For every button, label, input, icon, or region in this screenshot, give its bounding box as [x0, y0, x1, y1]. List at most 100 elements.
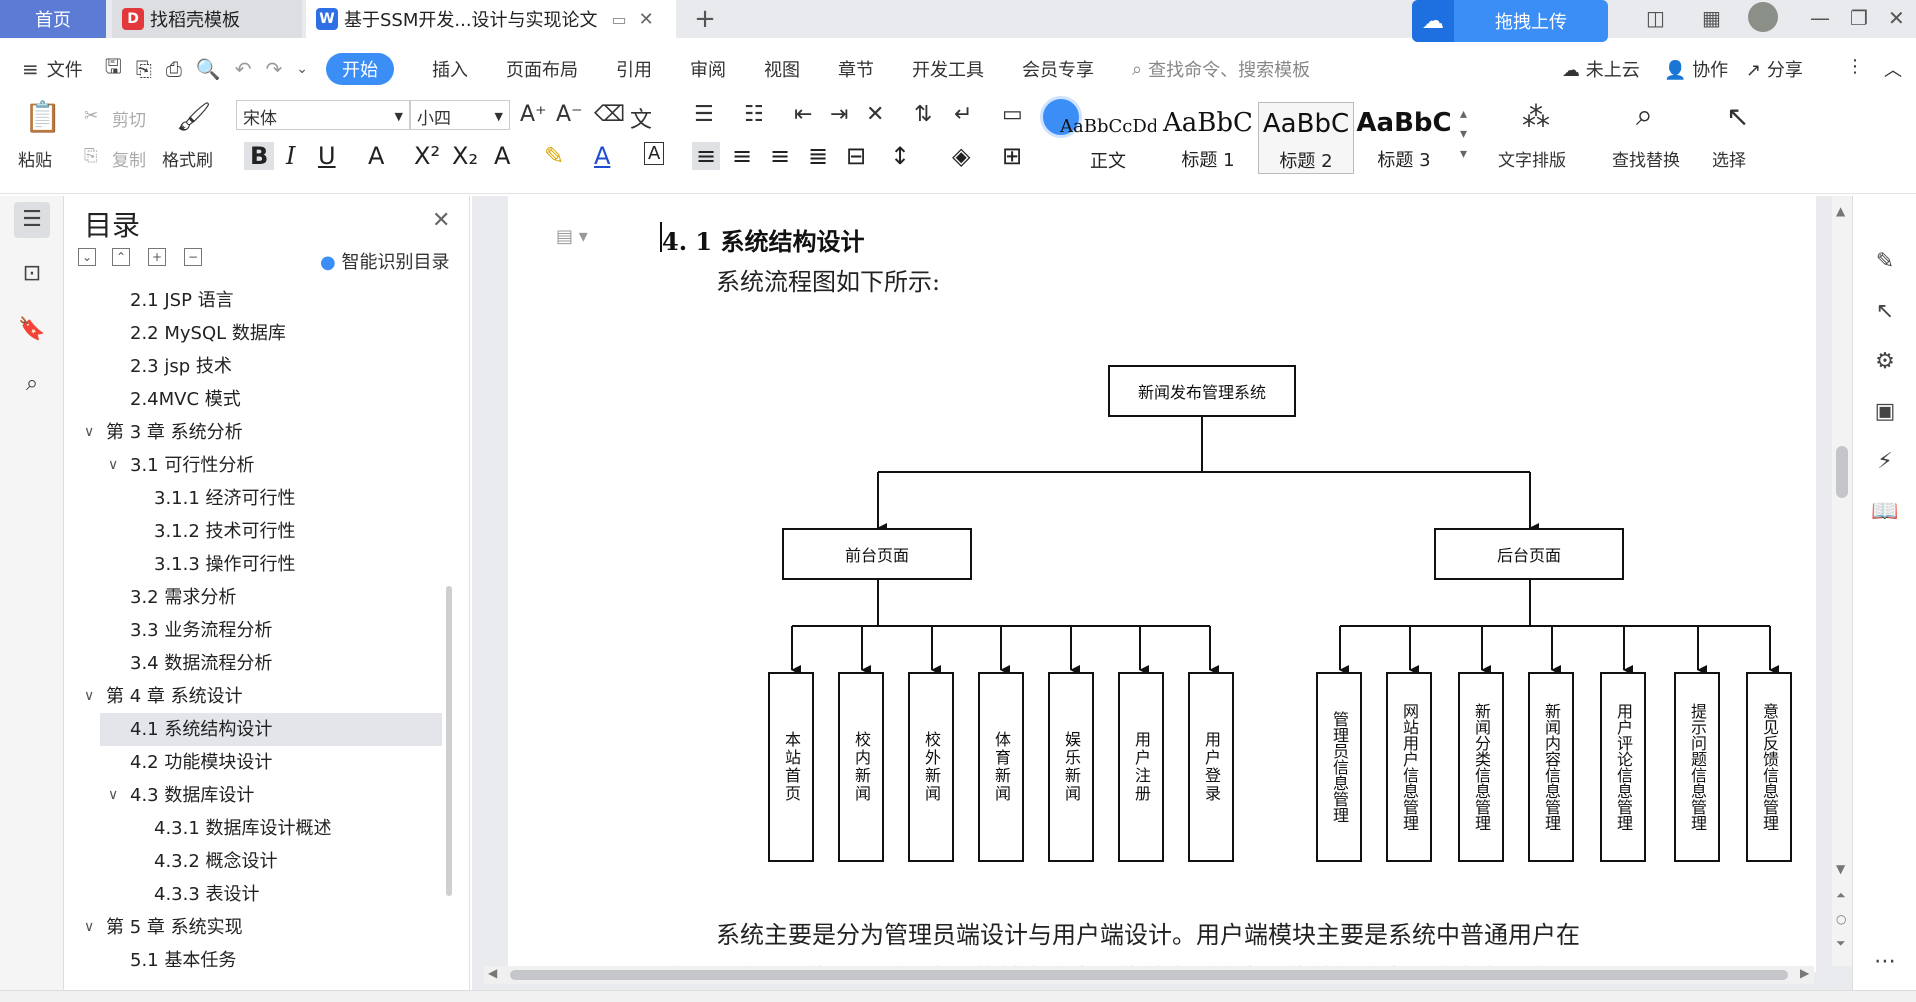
menu-page-layout[interactable]: 页面布局 [505, 60, 578, 81]
sort-icon[interactable]: ⇅ [914, 102, 933, 127]
more-options-icon[interactable]: ⋮ [1846, 56, 1864, 77]
shading-icon[interactable]: ◈ [952, 142, 971, 170]
toc-item-active[interactable]: 4.1 系统结构设计 [100, 713, 442, 746]
toc-item[interactable]: 2.4MVC 模式 [130, 389, 241, 410]
superscript-icon[interactable]: X² [414, 142, 441, 170]
ruler-icon[interactable]: ▭ [1002, 102, 1023, 127]
highlight-icon[interactable]: ✎ [544, 142, 565, 170]
pointer-icon[interactable]: ↖ [1875, 299, 1895, 324]
scroll-left-icon[interactable]: ◀ [488, 966, 498, 980]
toc-item[interactable]: 2.2 MySQL 数据库 [130, 323, 286, 344]
more-tools-icon[interactable]: ⋯ [1874, 949, 1896, 974]
cloud-upload-button[interactable]: ☁ 拖拽上传 [1412, 0, 1608, 42]
style-heading-3[interactable]: AaBbC 标题 3 [1356, 102, 1452, 174]
underline-icon[interactable]: U [318, 142, 336, 170]
close-window-icon[interactable]: ✕ [1888, 6, 1905, 30]
menu-member[interactable]: 会员专享 [1021, 60, 1094, 81]
print-preview-icon[interactable]: 🔍 [195, 57, 221, 81]
style-heading-2[interactable]: AaBbC 标题 2 [1258, 102, 1354, 174]
numbered-list-icon[interactable]: ☷ [744, 102, 764, 127]
paste-button[interactable]: 粘贴 [18, 151, 52, 171]
minimize-icon[interactable]: — [1810, 6, 1830, 30]
text-layout-icon[interactable]: ⁂ [1522, 100, 1550, 133]
screen-icon[interactable]: ▭ [611, 9, 627, 29]
next-page-icon[interactable]: ⏷ [1836, 936, 1846, 950]
distribute-icon[interactable]: ⊟ [846, 142, 867, 170]
vertical-scroll-thumb[interactable] [1836, 446, 1848, 498]
cloud-status-button[interactable]: ☁ 未上云 [1562, 56, 1640, 82]
toc-item[interactable]: 3.4 数据流程分析 [130, 653, 273, 674]
share-button[interactable]: ↗ 分享 [1746, 56, 1803, 82]
copy-icon[interactable]: ⎘ [84, 146, 98, 166]
char-border-icon[interactable]: A [644, 142, 665, 165]
horizontal-scroll-thumb[interactable] [510, 970, 1788, 980]
clear-format-icon[interactable]: ⌫ [594, 102, 626, 127]
find-replace-icon[interactable]: ⌕ [1636, 98, 1653, 133]
select-cursor-icon[interactable]: ↖ [1726, 100, 1750, 133]
scroll-down-icon[interactable]: ▼ [1836, 862, 1846, 876]
phonetic-icon[interactable]: 文 [630, 108, 653, 133]
menu-start[interactable]: 开始 [325, 53, 394, 85]
toc-item[interactable]: 3.1.3 操作可行性 [154, 554, 296, 575]
expand-up-icon[interactable]: ⌃ [112, 248, 130, 266]
grid-icon[interactable]: ▦ [1702, 6, 1721, 30]
style-normal[interactable]: AaBbCcDd 正文 [1060, 102, 1156, 174]
tab-daoke-templates[interactable]: D 找稻壳模板 [112, 0, 302, 38]
style-heading-1[interactable]: AaBbC 标题 1 [1160, 102, 1256, 174]
smart-toc-button[interactable]: ● 智能识别目录 [320, 248, 449, 274]
toc-item[interactable]: 4.2 功能模块设计 [130, 752, 273, 773]
redo-icon[interactable]: ↷ [265, 57, 283, 81]
bold-icon[interactable]: B [244, 142, 275, 170]
bookmark-icon[interactable]: 🔖 [18, 317, 46, 342]
copy-button[interactable]: 复制 [112, 151, 146, 171]
undo-icon[interactable]: ↶ [234, 57, 252, 81]
chinese-layout-icon[interactable]: ✕ [866, 102, 885, 127]
chevron-down-icon[interactable]: ∨ [84, 919, 95, 935]
toc-item[interactable]: 第 5 章 系统实现 [106, 917, 243, 938]
sliders-icon[interactable]: ⚙ [1875, 349, 1895, 374]
chevron-down-icon[interactable]: ∨ [108, 787, 119, 803]
toc-scrollbar[interactable] [446, 586, 452, 896]
save-icon[interactable]: 🖫 [104, 54, 122, 78]
menu-review[interactable]: 审阅 [689, 60, 726, 81]
menu-file[interactable]: 文件 [46, 60, 83, 81]
toc-item[interactable]: 3.3 业务流程分析 [130, 620, 273, 641]
scroll-up-icon[interactable]: ▲ [1836, 204, 1846, 218]
toc-item[interactable]: 3.1 可行性分析 [130, 455, 255, 476]
menu-view[interactable]: 视图 [763, 60, 800, 81]
italic-icon[interactable]: I [286, 142, 296, 170]
image-edit-icon[interactable]: ▣ [1874, 399, 1896, 424]
align-left-icon[interactable]: ≡ [692, 142, 721, 170]
font-name-select[interactable]: 宋体▼ [236, 100, 410, 130]
decrease-indent-icon[interactable]: ⇤ [794, 102, 813, 127]
toc-item[interactable]: 4.3.3 表设计 [154, 884, 260, 905]
toc-item[interactable]: 2.3 jsp 技术 [130, 356, 232, 377]
align-center-icon[interactable]: ≡ [732, 142, 753, 170]
collab-button[interactable]: 👤 协作 [1664, 56, 1728, 82]
hamburger-icon[interactable]: ≡ [22, 57, 39, 81]
paste-icon[interactable]: 📋 [24, 100, 62, 135]
subscript-icon[interactable]: X₂ [452, 142, 479, 170]
chevron-down-icon[interactable]: ∨ [108, 457, 119, 473]
new-tab-button[interactable]: + [694, 4, 716, 34]
chevron-down-icon[interactable]: ∨ [84, 424, 95, 440]
toc-item[interactable]: 4.3.1 数据库设计概述 [154, 818, 332, 839]
export-icon[interactable]: ⎘ [135, 57, 152, 81]
close-icon[interactable]: ✕ [432, 208, 451, 233]
tab-document[interactable]: W 基于SSM开发...设计与实现论文 ▭ ✕ [306, 0, 676, 38]
bullet-list-icon[interactable]: ☰ [694, 102, 714, 127]
edit-pen-icon[interactable]: ✎ [1875, 249, 1895, 274]
find-replace-button[interactable]: 查找替换 [1612, 151, 1680, 171]
menu-dev-tools[interactable]: 开发工具 [911, 60, 984, 81]
menu-references[interactable]: 引用 [615, 60, 652, 81]
toc-item[interactable]: 第 3 章 系统分析 [106, 422, 243, 443]
text-layout-button[interactable]: 文字排版 [1498, 151, 1566, 171]
text-effect-icon[interactable]: A [494, 142, 511, 170]
toc-panel-icon[interactable]: ☰ [14, 202, 50, 238]
cut-button[interactable]: 剪切 [112, 111, 146, 131]
font-size-select[interactable]: 小四▼ [410, 100, 510, 130]
scroll-right-icon[interactable]: ▶ [1800, 966, 1810, 980]
format-painter-icon[interactable]: 🖌 [176, 100, 212, 133]
toc-item[interactable]: 4.3.2 概念设计 [154, 851, 278, 872]
quick-access-more-icon[interactable]: ⌄ [296, 61, 308, 77]
